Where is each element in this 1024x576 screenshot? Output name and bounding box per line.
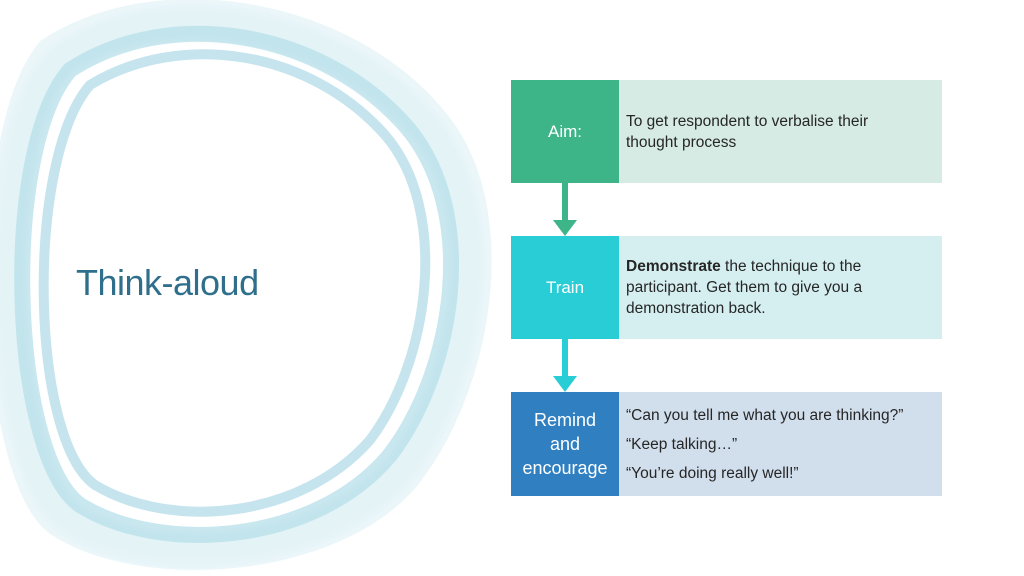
arrow-down-icon (553, 339, 577, 392)
step-remind-description: “Can you tell me what you are thinking?”… (619, 392, 942, 496)
step-train-text: the technique to the participant. Get th… (626, 258, 863, 317)
step-train-label: Train (511, 236, 619, 339)
step-remind-label: Remind and encourage (511, 392, 619, 496)
quote-item: “Keep talking…” (626, 435, 738, 453)
step-train-bold: Demonstrate (626, 258, 721, 275)
step-aim-description: To get respondent to verbalise their tho… (619, 80, 942, 183)
step-aim-text: To get respondent to verbalise their tho… (626, 112, 869, 151)
step-remind-text: Remind and encourage (522, 410, 608, 478)
slide-title: Think-aloud (76, 262, 259, 303)
step-aim-label: Aim: (511, 80, 619, 183)
quote-item: “You’re doing really well!” (626, 464, 799, 482)
decorative-ring-graphic (0, 0, 492, 570)
step-train-description: Demonstrate the technique to the partici… (619, 236, 942, 339)
arrow-down-icon (553, 183, 577, 236)
quote-item: “Can you tell me what you are thinking?” (626, 406, 904, 424)
